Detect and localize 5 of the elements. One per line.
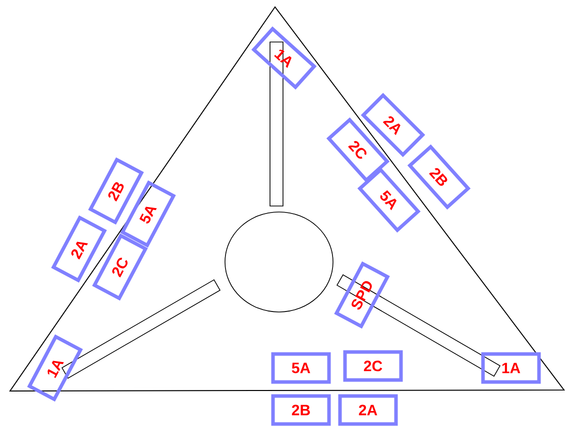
label-box: 2C — [343, 350, 403, 382]
label-box: 2A — [338, 394, 398, 426]
label-box: 5A — [271, 352, 331, 384]
label-box: 2B — [271, 394, 331, 426]
label-box: 1A — [481, 352, 541, 384]
